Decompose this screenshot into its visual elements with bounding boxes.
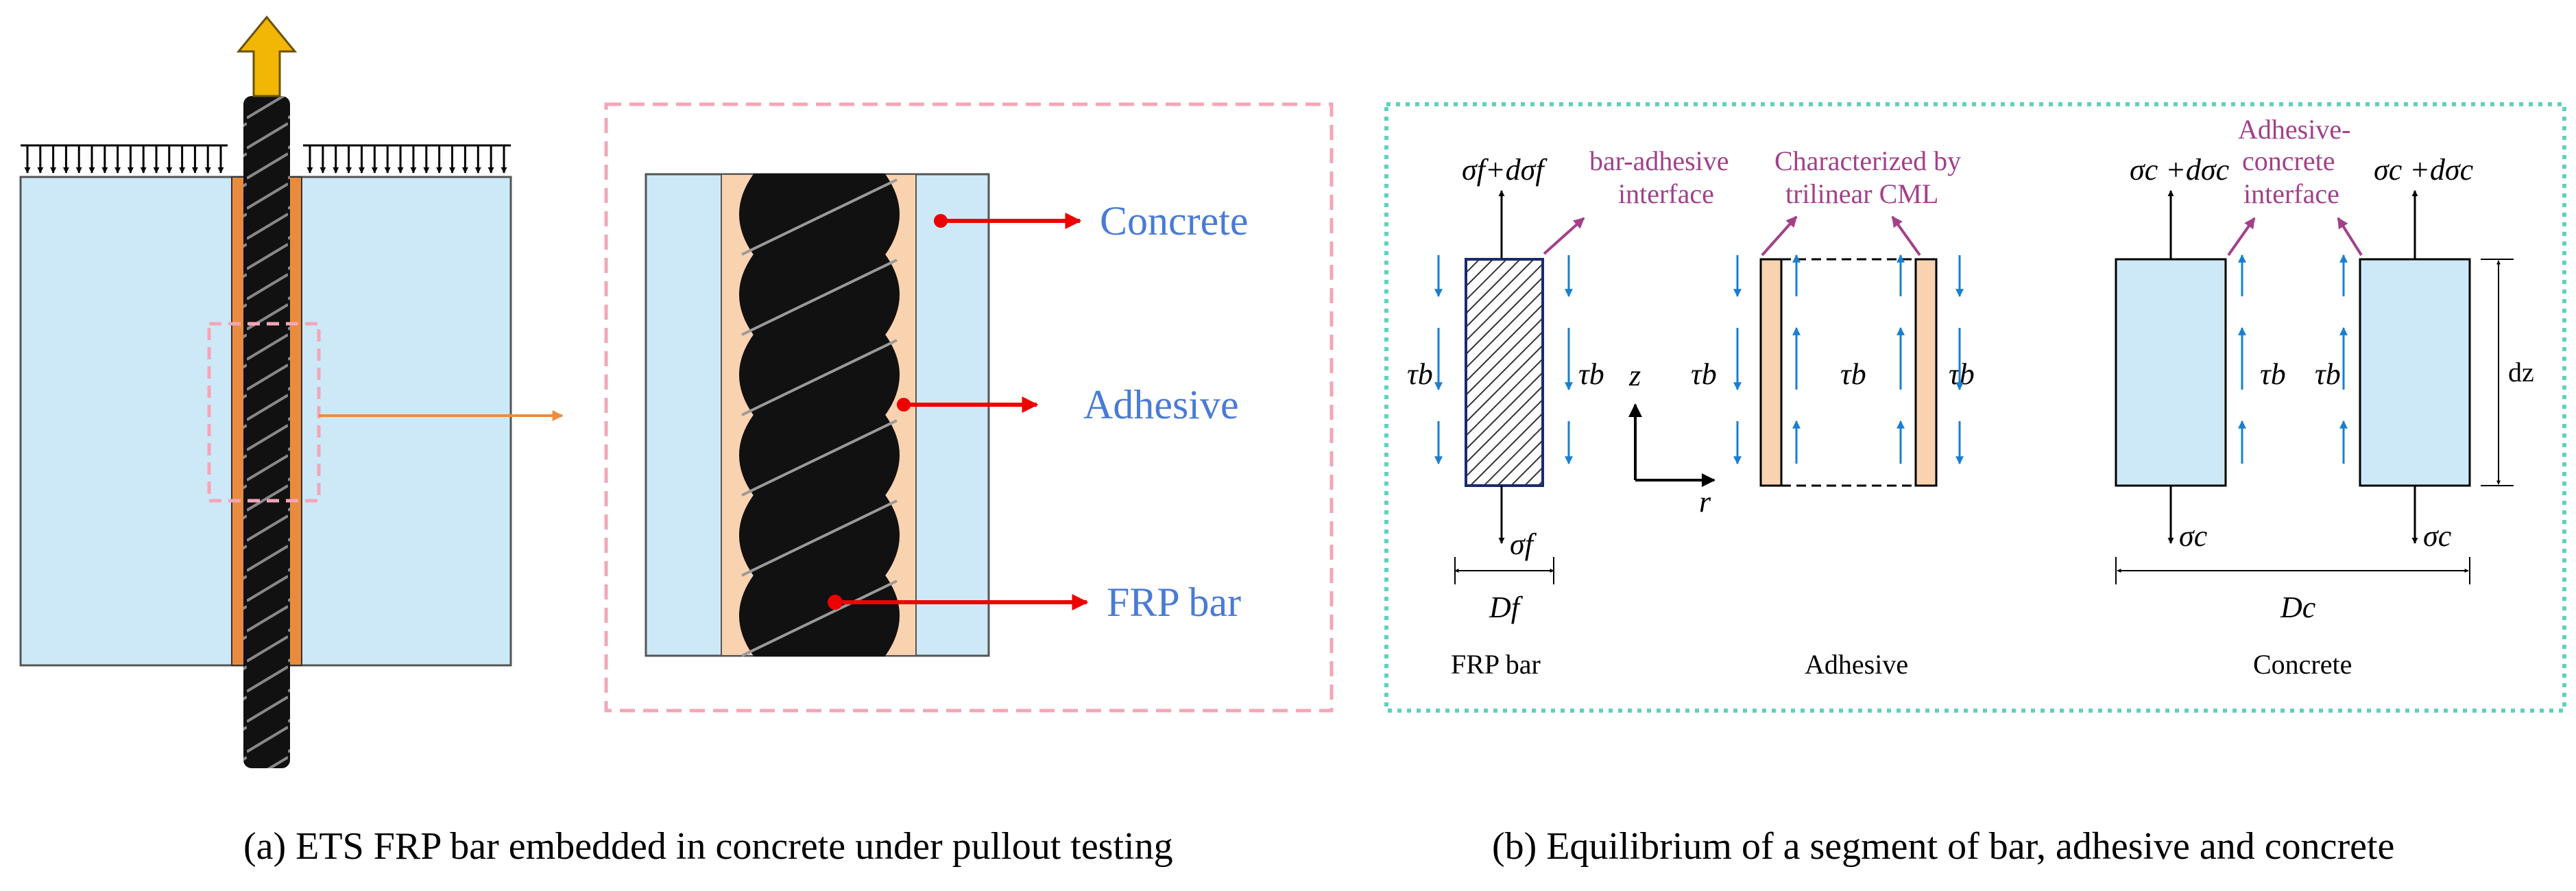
panel-b-border — [1384, 102, 2566, 713]
adhesive-shear-right: τb — [1949, 357, 1975, 391]
detail-frame — [604, 102, 1334, 713]
zoom-region-box — [207, 322, 321, 503]
concrete-block-left — [2115, 258, 2227, 487]
distributed-load-left — [21, 144, 228, 174]
axis-z-label: z — [1628, 359, 1641, 392]
shear-arrows — [1434, 254, 2348, 465]
frp-interface-note-1: bar-adhesive — [1589, 145, 1729, 176]
concrete-element: σc +dσc σc +dσc σc σc τb τb Adhesive- co… — [2115, 114, 2534, 680]
frp-shear-left: τb — [1407, 357, 1433, 391]
label-frp-bar: FRP bar — [828, 580, 1241, 625]
bar-rib-line — [741, 178, 898, 256]
adhesive-strip-right — [1914, 258, 1938, 487]
detail-frp-bar — [739, 174, 900, 657]
frp-bar-element: σf+dσf σf Df τb τb bar-adhesive interfac… — [1407, 145, 1729, 680]
label-adhesive: Adhesive — [897, 382, 1239, 427]
adhesive-shear-mid: τb — [1840, 357, 1866, 391]
label-frp-bar-text: FRP bar — [1107, 580, 1241, 625]
panel-b: σf+dσf σf Df τb τb bar-adhesive interfac… — [1384, 102, 2566, 868]
adhesive-shear-left: τb — [1691, 357, 1717, 391]
concrete-top-right-stress: σc +dσc — [2374, 153, 2474, 187]
concrete-shear-right: τb — [2315, 357, 2341, 391]
bar-rib-line — [741, 419, 898, 497]
label-adhesive-text: Adhesive — [1083, 382, 1239, 427]
frp-shear-right: τb — [1578, 357, 1604, 391]
axis-r-label: r — [1699, 485, 1711, 519]
frp-width-label: Df — [1489, 591, 1524, 624]
frp-bar-hatched — [1465, 258, 1544, 487]
concrete-bottom-right-stress: σc — [2423, 519, 2452, 553]
concrete-note-2: concrete — [2242, 145, 2335, 176]
bar-rib-line — [741, 580, 898, 657]
adhesive-note-1: Characterized by — [1774, 145, 1961, 176]
adhesive-sublabel: Adhesive — [1805, 649, 1908, 680]
frp-bottom-stress: σf — [1510, 527, 1537, 561]
adhesive-strip-left — [1759, 258, 1783, 487]
distributed-load-right — [303, 144, 511, 174]
concrete-height-label: dz — [2508, 357, 2534, 388]
concrete-shear-left: τb — [2260, 357, 2286, 391]
frp-top-stress: σf+dσf — [1462, 153, 1548, 187]
frp-interface-note-2: interface — [1618, 178, 1714, 209]
concrete-note-1: Adhesive- — [2238, 114, 2350, 145]
bar-rib-line — [741, 499, 898, 577]
label-concrete: Concrete — [934, 198, 1249, 243]
concrete-width-label: Dc — [2280, 591, 2316, 624]
concrete-block-right — [2359, 258, 2471, 487]
pullout-arrow — [236, 15, 298, 97]
bar-rib-line — [741, 339, 898, 416]
adhesive-note-2: trilinear CML — [1785, 178, 1938, 209]
caption-b: (b) Equilibrium of a segment of bar, adh… — [1492, 825, 2394, 868]
concrete-note-3: interface — [2243, 178, 2339, 209]
axes: z r — [1628, 359, 1716, 519]
concrete-sublabel: Concrete — [2253, 649, 2352, 680]
concrete-top-left-stress: σc +dσc — [2130, 153, 2230, 187]
label-concrete-text: Concrete — [1100, 198, 1249, 243]
caption-a: (a) ETS FRP bar embedded in concrete und… — [243, 825, 1173, 868]
bar-rib-line — [741, 259, 898, 336]
frp-bar — [243, 96, 290, 768]
panel-a: Concrete Adhesive FRP bar (a) ETS FRP ba… — [19, 15, 1334, 868]
concrete-bottom-left-stress: σc — [2179, 519, 2208, 553]
frp-sublabel: FRP bar — [1451, 649, 1541, 680]
adhesive-element: τb τb τb Characterized by trilinear CML … — [1691, 145, 1975, 680]
